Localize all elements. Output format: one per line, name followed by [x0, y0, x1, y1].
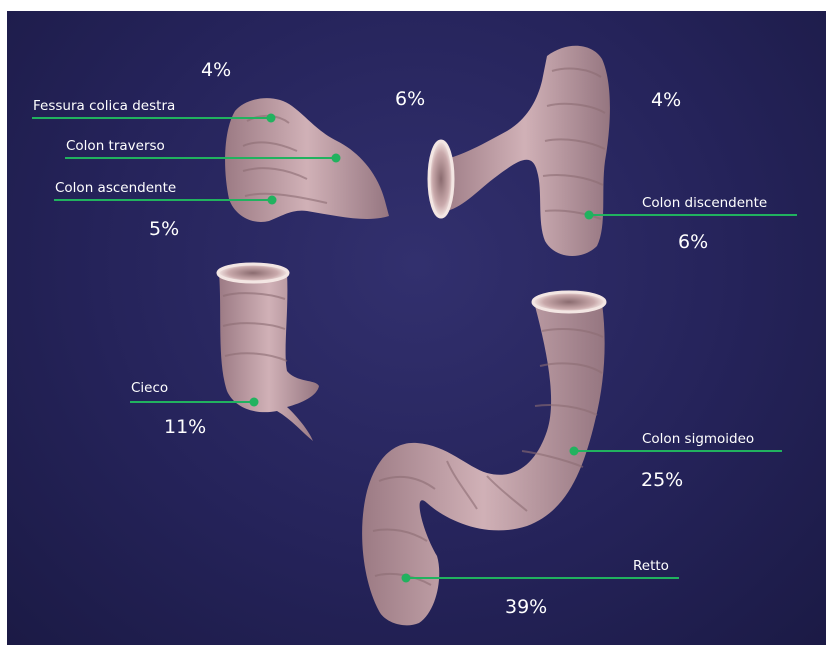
- colon-segment-descending: [429, 46, 610, 256]
- leader-dot-cieco: [250, 398, 259, 407]
- leader-dot-colon-sigmoideo: [570, 447, 579, 456]
- percent-cieco: 11%: [164, 416, 206, 438]
- leader-dot-colon-traverso: [332, 154, 341, 163]
- leader-dot-colon-discendente: [585, 211, 594, 220]
- colon-segment-ascending-transverse: [225, 98, 389, 222]
- leader-dot-retto: [402, 574, 411, 583]
- percent-colon-sigmoideo: 25%: [641, 469, 683, 491]
- percent-colon-traverso: 6%: [395, 88, 425, 110]
- leader-dot-colon-ascendente: [268, 196, 277, 205]
- label-colon-sigmoideo: Colon sigmoideo: [642, 431, 754, 447]
- percent-colon-ascendente: 5%: [149, 218, 179, 240]
- label-colon-discendente: Colon discendente: [642, 195, 767, 211]
- leader-dot-fessura-colica-destra: [267, 114, 276, 123]
- label-colon-traverso: Colon traverso: [66, 138, 165, 154]
- percent-colon-discendente: 6%: [678, 231, 708, 253]
- colon-segment-sigmoid-rectum: [362, 292, 605, 625]
- colon-segment-cecum: [218, 264, 319, 441]
- percent-fessura-colica-destra: 4%: [201, 59, 231, 81]
- percent-colon-discendente-top: 4%: [651, 89, 681, 111]
- label-cieco: Cieco: [131, 380, 168, 396]
- diagram-canvas: Fessura colica destra Colon traverso Col…: [7, 11, 826, 645]
- percent-retto: 39%: [505, 596, 547, 618]
- label-fessura-colica-destra: Fessura colica destra: [33, 98, 175, 114]
- label-colon-ascendente: Colon ascendente: [55, 180, 176, 196]
- label-retto: Retto: [633, 558, 669, 574]
